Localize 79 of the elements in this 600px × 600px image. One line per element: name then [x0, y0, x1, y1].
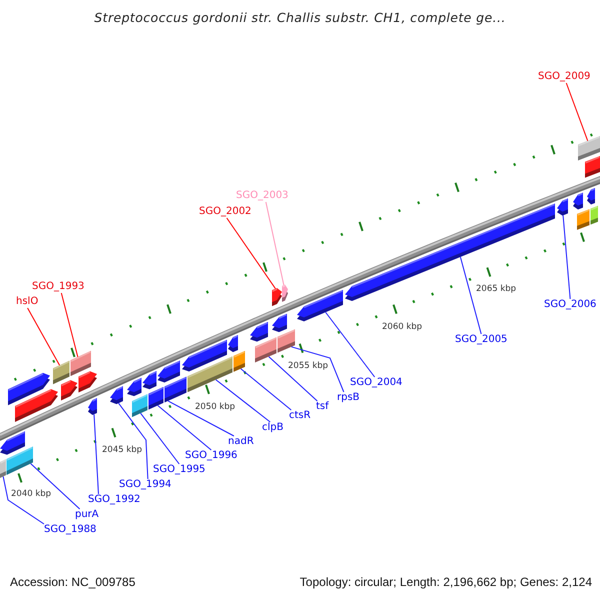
- gene-bar: [272, 314, 287, 332]
- gene-label: SGO_2003: [236, 190, 288, 202]
- scale-label: 2065 kbp: [476, 284, 516, 294]
- scale-label: 2055 kbp: [288, 361, 328, 371]
- leader-line: [226, 218, 276, 290]
- leader-line: [460, 256, 482, 334]
- gene-bar: [297, 290, 343, 322]
- leader-line: [30, 463, 80, 510]
- leader-line: [60, 292, 78, 358]
- scale-label: 2045 kbp: [102, 445, 142, 455]
- leader-line: [290, 346, 344, 392]
- gene-block: [53, 360, 70, 384]
- gene-label: SGO_1993: [32, 281, 84, 293]
- leader-line: [27, 308, 60, 366]
- gene-label: SGO_2006: [544, 299, 596, 311]
- gene-bar: [158, 360, 180, 382]
- gene-bar: [61, 380, 78, 401]
- scale-label: 2050 kbp: [195, 402, 236, 412]
- gene-bar: [228, 334, 238, 352]
- scale-label: 2060 kbp: [382, 322, 422, 332]
- gene-block: [164, 376, 186, 402]
- gene-label: rpsB: [337, 392, 360, 404]
- gene-block: [234, 350, 245, 372]
- gene-label: SGO_1992: [88, 494, 140, 506]
- gene-bar: [15, 389, 58, 422]
- gene-label: SGO_1995: [153, 464, 206, 476]
- gene-label: purA: [75, 509, 99, 521]
- leader-line: [94, 414, 99, 494]
- leader-line: [562, 214, 571, 300]
- gene-label: tsf: [316, 401, 329, 413]
- gene-bar: [78, 371, 97, 392]
- gene-bar: [110, 386, 123, 404]
- gene-block: [188, 356, 232, 392]
- gene-block: [578, 136, 600, 161]
- gene-bar: [557, 198, 568, 216]
- gene-label: SGO_1996: [185, 450, 238, 462]
- leader-line: [118, 402, 148, 480]
- gene-label: SGO_2009: [538, 71, 590, 83]
- gene-block: [278, 329, 295, 353]
- gene-block: [590, 206, 598, 225]
- gene-label: SGO_2004: [350, 377, 402, 389]
- leader-line: [157, 404, 212, 450]
- gene-block: [6, 446, 33, 475]
- gene-block: [148, 386, 164, 410]
- diagram-title: Streptococcus gordonii str. Challis substr. CH1, complete ge...: [94, 10, 506, 25]
- gene-bar: [0, 431, 25, 455]
- gene-bar: [127, 378, 142, 396]
- gene-label: hslO: [16, 296, 38, 308]
- genome-summary-text: Topology: circular; Length: 2,196,662 bp; Genes: 2,124: [300, 575, 592, 589]
- gene-label: SGO_2005: [455, 334, 508, 346]
- gene-bar: [250, 322, 268, 342]
- gene-block: [70, 350, 91, 376]
- accession-text: Accession: NC_009785: [10, 575, 136, 589]
- gene-label: SGO_1988: [44, 524, 96, 536]
- gene-bar: [88, 398, 97, 416]
- gene-bar: [587, 188, 595, 204]
- gene-block: [132, 394, 148, 418]
- leader-line: [566, 82, 588, 142]
- scale-label: 2040 kbp: [11, 488, 52, 498]
- gene-bar: [345, 204, 555, 302]
- gene-label: nadR: [228, 436, 254, 448]
- gene-label: SGO_2002: [199, 206, 252, 218]
- gene-block: [577, 209, 590, 230]
- gene-bar: [573, 192, 583, 210]
- leader-line: [168, 400, 234, 436]
- gene-bar: [282, 284, 288, 302]
- gene-bar: [272, 288, 282, 306]
- gene-label: clpB: [262, 422, 284, 434]
- gene-block: [255, 337, 276, 363]
- gene-block: [0, 459, 6, 478]
- leader-line: [2, 476, 44, 524]
- gene-label: SGO_1994: [119, 479, 172, 491]
- leader-line: [215, 379, 271, 422]
- leader-line: [325, 312, 376, 378]
- leader-line: [140, 412, 180, 464]
- gene-bar: [142, 371, 156, 390]
- gene-label: ctsR: [289, 410, 311, 422]
- leader-line: [265, 202, 284, 286]
- gene-block: [585, 156, 600, 178]
